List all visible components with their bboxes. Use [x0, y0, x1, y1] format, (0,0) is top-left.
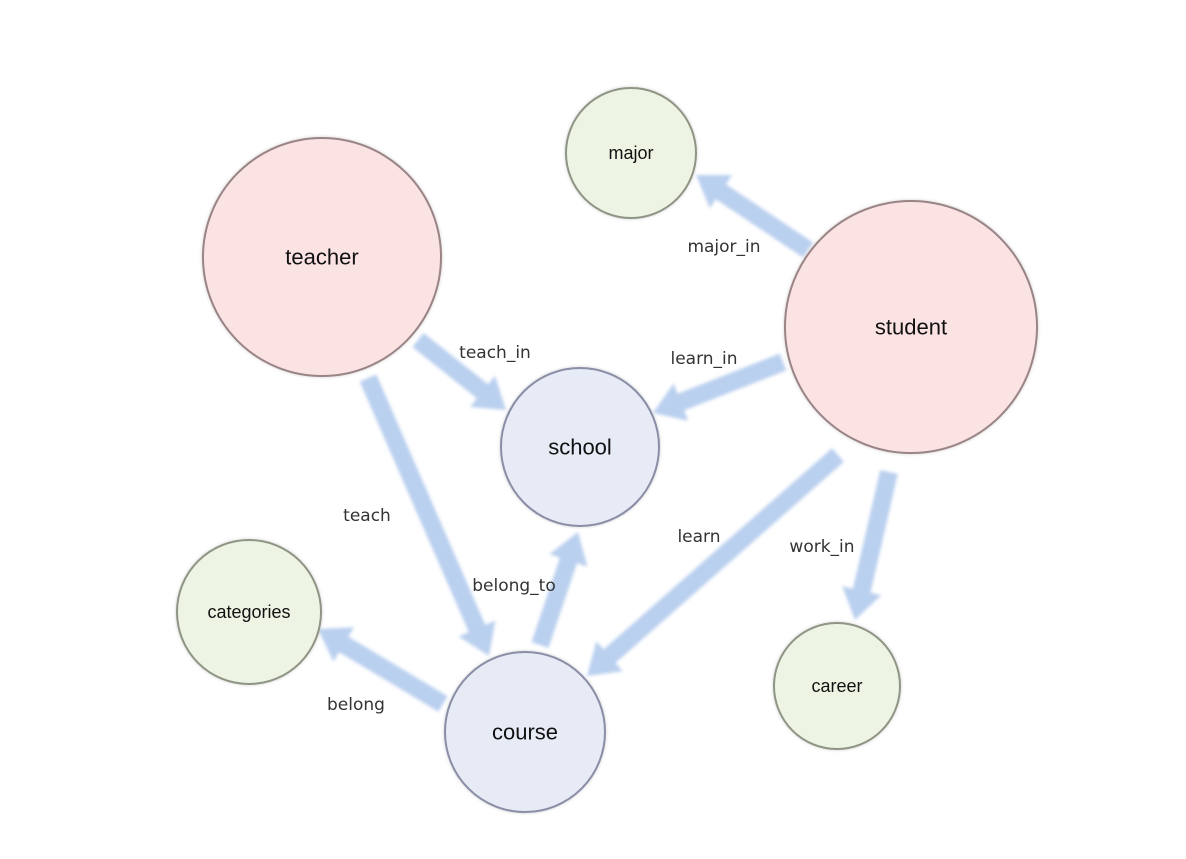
node-circle — [500, 367, 660, 527]
node-circle — [784, 200, 1038, 454]
node-label: course — [492, 720, 558, 745]
node-circle — [202, 137, 442, 377]
edge-arrow — [653, 353, 787, 421]
edge-label: major_in — [687, 237, 760, 257]
edge-label: learn — [677, 527, 720, 547]
edge-arrow — [696, 175, 813, 258]
node-label: categories — [207, 602, 290, 622]
node-school[interactable]: school — [500, 367, 660, 527]
node-teacher[interactable]: teacher — [202, 137, 442, 377]
edge-label: work_in — [789, 537, 854, 557]
edge-learn[interactable]: learn — [587, 448, 844, 676]
edge-label: teach — [343, 506, 391, 526]
node-circle — [773, 622, 901, 750]
node-label: student — [875, 315, 947, 340]
edge-belong[interactable]: belong — [318, 627, 448, 715]
node-course[interactable]: course — [444, 651, 606, 813]
node-career[interactable]: career — [773, 622, 901, 750]
edge-label: belong_to — [472, 576, 556, 596]
node-circle — [444, 651, 606, 813]
edges-layer: teach_in teach major_in learn_in learn w… — [318, 175, 898, 715]
edge-arrow — [587, 448, 844, 676]
edge-arrow — [318, 627, 448, 712]
edge-belong-to[interactable]: belong_to — [472, 532, 588, 648]
node-circle — [176, 539, 322, 685]
node-major[interactable]: major — [565, 87, 697, 219]
node-label: teacher — [285, 245, 358, 270]
edge-work-in[interactable]: work_in — [789, 470, 898, 620]
node-label: major — [608, 143, 653, 163]
edge-label: teach_in — [459, 343, 531, 363]
node-categories[interactable]: categories — [176, 539, 322, 685]
edge-label: learn_in — [670, 349, 737, 369]
node-circle — [565, 87, 697, 219]
edge-arrow — [842, 470, 898, 620]
edge-arrow — [359, 374, 496, 656]
nodes-layer: teacher student school course major cate… — [176, 87, 1038, 813]
edge-arrow — [412, 333, 506, 410]
edge-teach[interactable]: teach — [343, 374, 496, 656]
edge-major-in[interactable]: major_in — [687, 175, 813, 258]
node-label: career — [811, 676, 862, 696]
edge-teach-in[interactable]: teach_in — [412, 333, 531, 410]
node-student[interactable]: student — [784, 200, 1038, 454]
edge-learn-in[interactable]: learn_in — [653, 349, 787, 421]
node-label: school — [548, 435, 612, 460]
edge-label: belong — [327, 695, 385, 715]
edge-arrow — [531, 532, 588, 648]
